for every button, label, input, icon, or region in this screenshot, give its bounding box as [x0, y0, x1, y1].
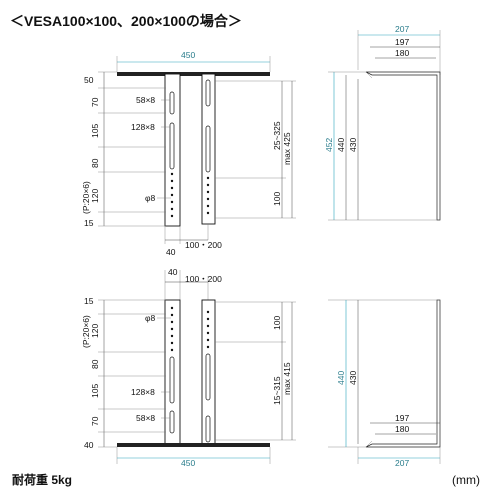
bottom-hole-phi8: φ8: [145, 313, 156, 323]
top-dim-15: 15: [84, 218, 94, 228]
load-capacity: 耐荷重 5kg: [12, 472, 72, 487]
side-top-452: 452: [324, 138, 334, 152]
unit-label: (mm): [452, 473, 480, 487]
side-bottom-430: 430: [348, 371, 358, 385]
top-dim-40: 40: [166, 247, 176, 257]
top-dim-80: 80: [90, 158, 100, 168]
side-top-440: 440: [336, 138, 346, 152]
bottom-slot-58x8: 58×8: [136, 413, 155, 423]
side-bottom-180: 180: [395, 424, 409, 434]
bottom-right-holes: [206, 310, 210, 349]
side-bottom-197: 197: [395, 413, 409, 423]
top-front-view: 450 50 70 105 80 120: [81, 50, 296, 257]
top-dim-100-200: 100・200: [185, 240, 222, 250]
bottom-left-holes: [170, 306, 174, 352]
side-top-207: 207: [395, 24, 409, 34]
top-bar: [117, 72, 270, 76]
bottom-dim-70: 70: [90, 416, 100, 426]
top-dim-25-325: 25~325: [272, 121, 282, 150]
bottom-dim-120: 120: [90, 324, 100, 338]
bottom-dim-100: 100: [272, 316, 282, 330]
top-dim-max425: max 425: [282, 132, 292, 165]
top-left-holes: [170, 172, 174, 218]
side-top-180: 180: [395, 48, 409, 58]
top-dim-100: 100: [272, 192, 282, 206]
bottom-front-view: 40 100・200 15 120 (P:20×6): [81, 267, 296, 468]
top-slot-58x8: 58×8: [136, 95, 155, 105]
bottom-dim-pitch: (P:20×6): [81, 315, 91, 348]
bottom-dim-105: 105: [90, 384, 100, 398]
top-dim-120: 120: [90, 189, 100, 203]
bottom-side-view: 440 430 197 180 207: [328, 299, 441, 468]
side-bottom-207: 207: [395, 458, 409, 468]
drawing-title: ＜VESA100×100、200×100の場合＞: [10, 13, 242, 29]
top-right-holes: [206, 176, 210, 215]
top-slot-128x8: 128×8: [131, 122, 155, 132]
bottom-dim-max415: max 415: [282, 362, 292, 395]
top-hole-phi8: φ8: [145, 193, 156, 203]
top-side-bracket: [365, 71, 441, 221]
side-bottom-440: 440: [336, 371, 346, 385]
top-dim-105: 105: [90, 124, 100, 138]
bottom-dim-40: 40: [168, 267, 178, 277]
bottom-dim-15-315: 15~315: [272, 376, 282, 405]
bottom-dim-40-left: 40: [84, 440, 94, 450]
top-dim-70: 70: [90, 97, 100, 107]
top-side-view: 207 197 180 452 440 430: [324, 24, 441, 221]
bottom-slot-128x8: 128×8: [131, 387, 155, 397]
bottom-dim-100-200: 100・200: [185, 274, 222, 284]
bottom-dim-80: 80: [90, 359, 100, 369]
bottom-dim-15: 15: [84, 296, 94, 306]
top-dim-50: 50: [84, 75, 94, 85]
bottom-bar: [117, 443, 270, 447]
top-dim-pitch: (P:20×6): [81, 181, 91, 214]
side-top-197: 197: [395, 37, 409, 47]
bottom-front-width-label: 450: [181, 458, 195, 468]
side-top-430: 430: [348, 138, 358, 152]
top-front-width-label: 450: [181, 50, 195, 60]
